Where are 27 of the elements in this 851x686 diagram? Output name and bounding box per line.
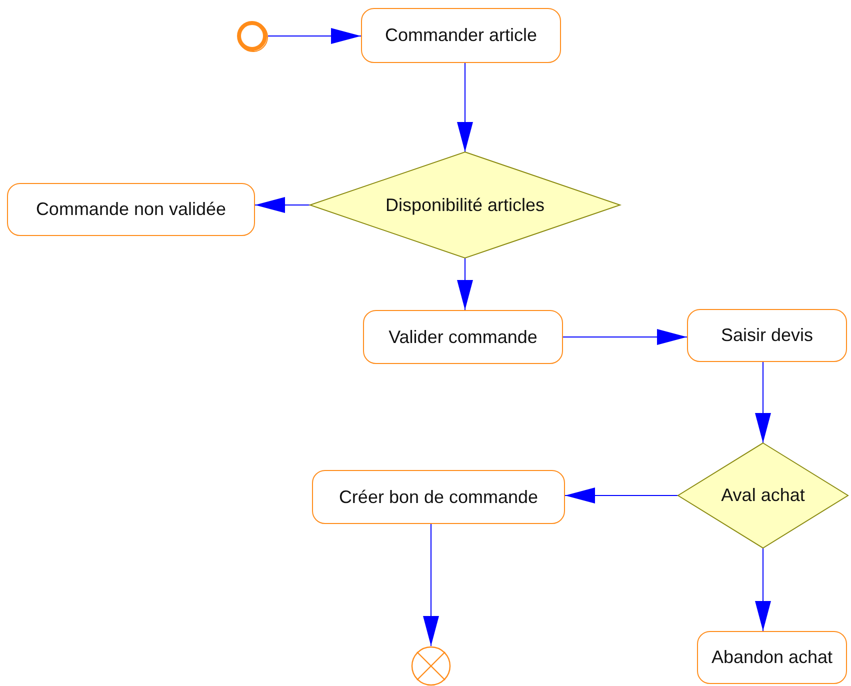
arrow — [268, 28, 362, 44]
arrow — [562, 329, 688, 345]
node-label: Commander article — [384, 25, 538, 46]
node-label: Saisir devis — [720, 325, 814, 346]
flow-final-node — [411, 646, 451, 686]
arrow — [755, 362, 771, 444]
initial-node — [236, 20, 268, 52]
decision-diamond — [310, 152, 620, 258]
arrow — [254, 197, 310, 213]
node-label: Aval achat — [721, 485, 805, 506]
node-label: Valider commande — [388, 326, 538, 348]
activity-box — [361, 8, 561, 63]
arrow — [564, 488, 678, 504]
activity-box — [363, 310, 563, 364]
node-label: Commande non validée — [36, 199, 226, 220]
arrow — [755, 548, 771, 632]
decision-diamond — [678, 443, 848, 548]
arrow — [457, 258, 473, 310]
node-label: Créer bon de commande — [338, 486, 538, 508]
arrow — [457, 62, 473, 152]
activity-box — [697, 631, 847, 684]
activity-box — [312, 470, 565, 524]
node-label: Disponibilité articles — [385, 194, 545, 216]
arrow — [423, 524, 439, 646]
activity-box — [687, 309, 847, 362]
node-label: Abandon achat — [711, 647, 833, 668]
activity-box — [7, 183, 255, 236]
